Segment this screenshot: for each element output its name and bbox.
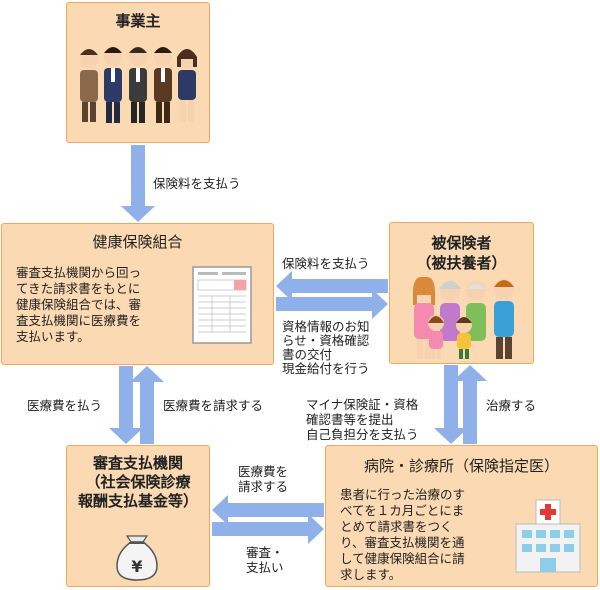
label-review-to-hospital: 審査・ 支払い bbox=[246, 545, 284, 575]
label-insured-to-union: 保険料を支払う bbox=[282, 256, 370, 271]
hospital-building-icon bbox=[515, 499, 581, 573]
svg-text:¥: ¥ bbox=[131, 557, 142, 576]
arrow-insured-to-union bbox=[276, 271, 388, 301]
health-insurance-union-description: 審査支払機関から回っ てきた請求書をもとに 健康保険組合では、審 査支払機関に医… bbox=[16, 265, 142, 344]
arrow-hospital-to-insured bbox=[453, 365, 487, 444]
arrow-employer-to-union bbox=[121, 145, 155, 222]
yen-money-bag-icon: ¥ bbox=[116, 535, 158, 581]
health-insurance-union-title: 健康保険組合 bbox=[92, 233, 183, 251]
arrow-review-to-hospital bbox=[212, 514, 324, 544]
arrow-insured-to-hospital bbox=[434, 365, 468, 444]
family-group-icon bbox=[413, 277, 514, 359]
arrow-union-to-review bbox=[109, 366, 143, 444]
arrow-union-to-insured bbox=[276, 289, 388, 319]
employer-title: 事業主 bbox=[115, 12, 161, 30]
label-hospital-to-review: 医療費を 請求する bbox=[238, 464, 289, 494]
label-union-to-review: 医療費を払う bbox=[27, 398, 103, 413]
invoice-document-icon bbox=[192, 266, 252, 344]
label-review-to-union: 医療費を請求する bbox=[163, 398, 264, 413]
arrow-review-to-union bbox=[130, 366, 164, 444]
label-insured-to-hospital: マイナ保険証・資格 確認書等を提出 自己負担分を支払う bbox=[306, 397, 419, 442]
business-people-group-icon bbox=[80, 47, 197, 123]
insured-person-box: 被保険者 （被扶養者） bbox=[389, 222, 534, 364]
hospital-clinic-description: 患者に行った治療のす べてを１カ月ごとにま とめて請求書をつく り、審査支払機関… bbox=[340, 487, 466, 582]
review-payment-org-box: 審査支払機関 （社会保険診療 報酬支払基金等） ¥ bbox=[66, 445, 210, 587]
arrow-hospital-to-review bbox=[212, 495, 324, 525]
insured-person-title: 被保険者 （被扶養者） bbox=[416, 234, 507, 272]
hospital-clinic-title: 病院・診療所（保険指定医） bbox=[363, 457, 559, 475]
hospital-clinic-box: 病院・診療所（保険指定医） 患者に行った治療のす べてを１カ月ごとにま とめて請… bbox=[325, 445, 598, 587]
label-hospital-to-insured: 治療する bbox=[486, 398, 537, 413]
health-insurance-union-box: 健康保険組合 審査支払機関から回っ てきた請求書をもとに 健康保険組合では、審 … bbox=[1, 223, 274, 365]
label-union-to-insured: 資格情報のお知 らせ・資格確認 書の交付 現金給付を行う bbox=[282, 319, 370, 376]
review-payment-org-title: 審査支払機関 （社会保険診療 報酬支払基金等） bbox=[77, 454, 198, 510]
employer-box: 事業主 bbox=[66, 2, 210, 143]
label-employer-to-union: 保険料を支払う bbox=[153, 176, 241, 191]
